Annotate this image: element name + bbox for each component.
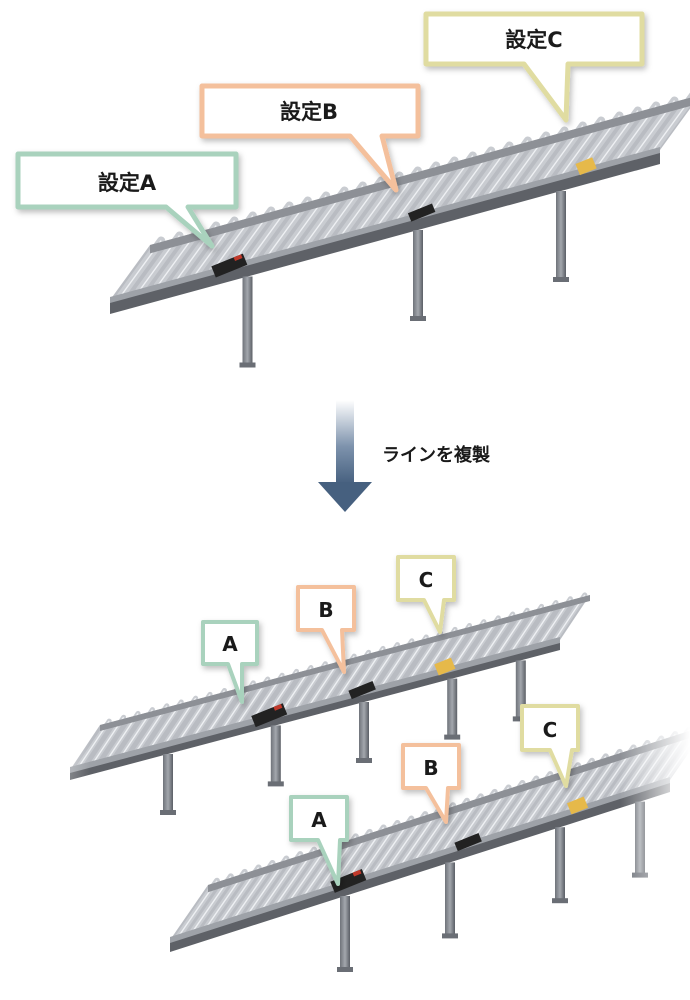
callout-setting-c (423, 11, 645, 123)
conveyor-leg (359, 702, 369, 762)
conveyor-leg-foot (160, 810, 176, 815)
sensor-b (348, 681, 376, 700)
conveyor-leg-foot (444, 734, 461, 740)
conveyor-leg-foot (552, 898, 568, 904)
conveyor-leg-foot (410, 316, 426, 321)
conveyor-top (110, 92, 690, 368)
conveyor-leg (242, 276, 253, 367)
callout-line1-b-label: B (318, 598, 333, 622)
duplicate-label: ラインを複製 (382, 444, 490, 466)
sensor-b (454, 833, 482, 852)
conveyor-leg (163, 754, 173, 814)
conveyor-leg-foot (553, 277, 569, 282)
sensor-a-indicator (233, 254, 243, 262)
conveyor-leg (556, 191, 566, 281)
callout-setting-b-label: 設定B (280, 100, 338, 124)
conveyor-leg (270, 725, 281, 786)
callout-line2-a (289, 795, 349, 886)
callout-line2-b (401, 743, 461, 824)
conveyor-leg-foot (356, 758, 372, 763)
sensor-c (575, 157, 597, 176)
callout-line2-b-label: B (423, 756, 438, 780)
conveyor-leg (413, 230, 423, 320)
callout-line1-c-label: C (419, 568, 434, 592)
edge-fade-right (620, 560, 690, 1000)
conveyor-front-edge (170, 777, 670, 943)
callout-line1-a (201, 620, 259, 704)
sensor-c (434, 657, 456, 676)
conveyor-line-1 (70, 592, 590, 815)
edge-fade-left (0, 640, 90, 840)
conveyor-leg (555, 827, 565, 903)
conveyor-leg-foot (337, 967, 353, 972)
callout-line1-a-label: A (222, 632, 238, 656)
conveyor-leg (515, 660, 526, 721)
conveyor-leg (340, 896, 350, 971)
conveyor-leg (445, 862, 455, 938)
sensor-c (566, 796, 589, 815)
sensor-a-indicator (352, 869, 362, 877)
callout-setting-b (199, 83, 421, 193)
sensor-b (407, 203, 436, 222)
callout-line1-b (296, 585, 356, 674)
conveyor-leg (447, 678, 458, 739)
conveyor-front-rail (110, 150, 660, 314)
callout-line1-c (396, 555, 456, 634)
callout-setting-a (15, 151, 239, 249)
callout-line2-c (520, 704, 580, 788)
conveyor-front-edge (70, 637, 560, 773)
conveyor-leg-foot (267, 781, 284, 787)
sensor-a-indicator (273, 704, 283, 711)
callout-line2-a-label: A (311, 808, 327, 832)
callout-setting-a-label: 設定A (98, 171, 157, 195)
conveyor-front-edge (110, 147, 660, 303)
callout-line2-c-label: C (543, 718, 558, 742)
conveyor-leg-foot (442, 933, 458, 939)
duplicate-arrow (318, 400, 372, 512)
conveyor-leg-foot (239, 362, 256, 368)
callout-setting-c-label: 設定C (505, 28, 562, 52)
conveyor-back-rail (150, 97, 690, 254)
